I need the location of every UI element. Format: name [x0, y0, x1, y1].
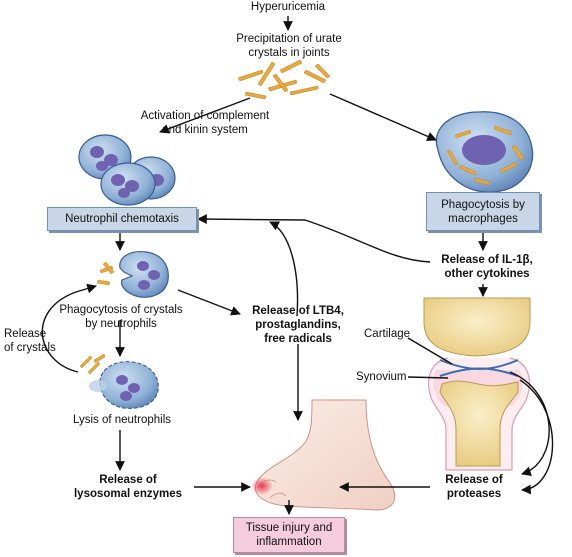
- label-release-crystals-line2: of crystals: [4, 342, 56, 354]
- label-release-il1-line1: Release of IL-1β,: [441, 254, 533, 266]
- arrows: [41, 16, 554, 515]
- label-release-proteases-line2: proteases: [446, 488, 502, 500]
- neutrophils-cluster: [78, 134, 176, 206]
- label-release-crystals: Release of crystals: [4, 327, 64, 355]
- label-synovium: Synovium: [356, 370, 416, 384]
- label-release-ltb4: Release of LTB4, prostaglandins, free ra…: [240, 304, 356, 346]
- box-tissue-injury: Tissue injury and inflammation: [233, 517, 345, 553]
- label-hyperuricemia-text: Hyperuricemia: [250, 1, 326, 13]
- label-synovium-text: Synovium: [356, 371, 407, 383]
- neutrophil-cell: [100, 162, 156, 206]
- label-lysis-neutrophils-text: Lysis of neutrophils: [72, 414, 171, 426]
- label-cartilage-text: Cartilage: [364, 328, 411, 340]
- label-release-ltb4-line3: free radicals: [264, 333, 332, 345]
- box-phagocytosis-macrophages-line2: macrophages: [448, 212, 518, 225]
- label-release-lysosomal-line2: lysosomal enzymes: [73, 488, 183, 500]
- label-release-ltb4-line2: prostaglandins,: [255, 319, 341, 331]
- label-phagocytosis-neutrophils-line2: by neutrophils: [85, 318, 157, 330]
- box-tissue-injury-line1: Tissue injury and: [245, 522, 333, 534]
- box-neutrophil-chemotaxis: Neutrophil chemotaxis: [47, 207, 197, 231]
- label-phagocytosis-neutrophils: Phagocytosis of crystals by neutrophils: [56, 303, 186, 331]
- label-release-lysosomal-line1: Release of: [99, 474, 157, 486]
- macrophage-cell: [435, 111, 534, 193]
- urate-crystals-cluster: [237, 59, 331, 100]
- label-release-il1: Release of IL-1β, other cytokines: [428, 253, 546, 281]
- label-precipitation-line2: crystals in joints: [248, 47, 330, 59]
- label-cartilage: Cartilage: [364, 327, 424, 341]
- foot-illustration: [251, 399, 396, 511]
- label-precipitation: Precipitation of urate crystals in joint…: [218, 32, 360, 60]
- label-hyperuricemia: Hyperuricemia: [238, 0, 338, 14]
- label-activation-line2: and kinin system: [162, 124, 248, 136]
- label-release-ltb4-line1: Release of LTB4,: [252, 305, 344, 317]
- label-lysis-neutrophils: Lysis of neutrophils: [70, 413, 174, 427]
- label-release-proteases: Release of proteases: [434, 473, 514, 501]
- label-precipitation-line1: Precipitation of urate: [236, 33, 342, 45]
- label-release-il1-line2: other cytokines: [444, 268, 530, 280]
- phagocytosing-neutrophil: [96, 251, 169, 298]
- label-activation: Activation of complement and kinin syste…: [130, 109, 280, 137]
- lysing-neutrophil: [79, 353, 159, 409]
- label-release-lysosomal: Release of lysosomal enzymes: [66, 473, 190, 501]
- box-phagocytosis-macrophages: Phagocytosis by macrophages: [426, 192, 540, 231]
- box-tissue-injury-line2: inflammation: [256, 536, 322, 548]
- joint-illustration: [423, 297, 531, 471]
- label-activation-line1: Activation of complement: [140, 110, 270, 122]
- label-phagocytosis-neutrophils-line1: Phagocytosis of crystals: [59, 304, 183, 316]
- box-neutrophil-chemotaxis-text: Neutrophil chemotaxis: [65, 213, 179, 225]
- label-release-proteases-line1: Release of: [445, 474, 503, 486]
- box-phagocytosis-macrophages-line1: Phagocytosis by: [441, 198, 525, 211]
- label-release-crystals-line1: Release: [4, 328, 47, 340]
